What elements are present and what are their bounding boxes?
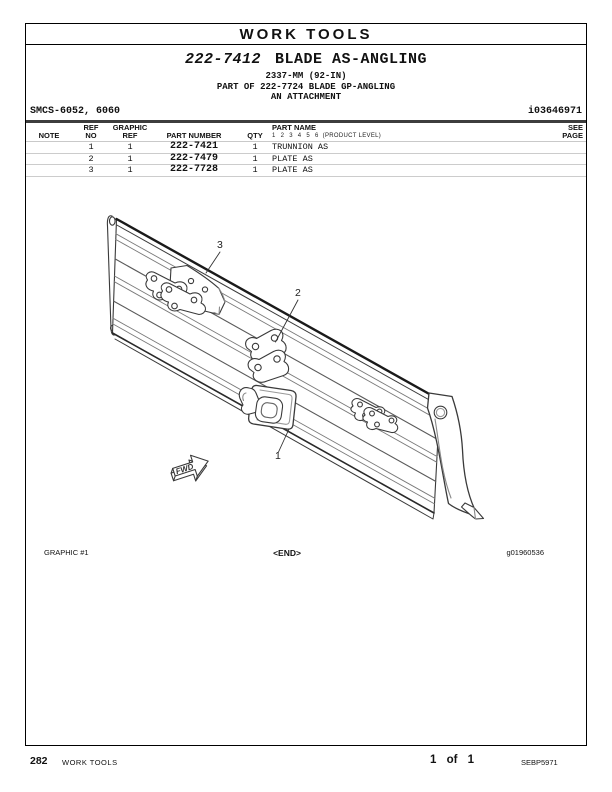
cell-part-name: PLATE AS [272,153,313,164]
section-banner: WORK TOOLS [26,24,586,45]
cell-ref-no: 3 [88,165,94,175]
graphic-captions: GRAPHIC #1 <END> g01960536 [26,548,586,560]
footer-section-title: WORK TOOLS [62,758,118,767]
col-header-graphic-ref: GRAPHIC REF [112,123,148,140]
cell-part-name: PLATE AS [272,165,313,175]
assembly-attachment: AN ATTACHMENT [270,92,342,102]
end-marker: <END> [273,548,301,558]
bracket-right [350,397,399,434]
cell-ref-no: 2 [88,153,94,164]
assembly-title-block: 222-7412 BLADE AS-ANGLING 2337-MM (92-IN)… [26,51,586,103]
blade-assembly-drawing: FWD 3 2 1 [106,215,485,520]
cell-qty: 1 [252,165,258,175]
cell-graphic-ref: 1 [127,142,133,152]
assembly-size: 2337-MM (92-IN) [265,71,347,81]
plate-as-item2 [245,328,290,383]
page-frame: WORK TOOLS 222-7412 BLADE AS-ANGLING 2337… [25,23,587,746]
plate-as-item3 [145,264,226,316]
table-row: 2 1 222-7479 1 PLATE AS [26,152,586,165]
cell-see-page [538,165,586,176]
cell-see-page [538,142,586,153]
footer-media-number: SEBP5971 [521,758,558,767]
cell-note [26,165,72,176]
trunnion-as-item1 [238,384,297,430]
col-header-part-name: PART NAME 1 2 3 4 5 6(PRODUCT LEVEL) [272,124,538,140]
footer-page-indicator: 1 of 1 [430,754,475,766]
callout-2: 2 [295,287,301,299]
meta-row: SMCS-6052, 6060 i03646971 [30,106,582,117]
callout-3: 3 [217,239,223,251]
product-level-legend: 1 2 3 4 5 6(PRODUCT LEVEL) [272,133,382,139]
col-header-part-number: PART NUMBER [166,131,222,140]
col-header-note: NOTE [38,131,60,140]
cell-qty: 1 [252,153,258,164]
cell-qty: 1 [252,142,258,152]
section-banner-title: WORK TOOLS [239,25,373,43]
cell-graphic-ref: 1 [127,153,133,164]
cell-note [26,154,72,165]
col-header-ref-no: REF NO [83,123,99,140]
blade-end-plate [426,392,485,520]
cell-part-number: 222-7421 [169,141,218,152]
cell-part-name: TRUNNION AS [272,142,329,152]
assembly-part-name: BLADE AS-ANGLING [274,51,428,68]
cell-part-number: 222-7728 [169,164,218,175]
footer-page-number: 282 [30,755,48,767]
info-code: i03646971 [527,106,582,117]
assembly-part-number: 222-7412 [184,51,261,68]
graphic-label: GRAPHIC #1 [44,548,89,557]
callouts: 3 2 1 [205,239,301,462]
smcs-code: SMCS-6052, 6060 [30,106,121,117]
assembly-title: 222-7412 BLADE AS-ANGLING [26,51,586,68]
col-header-see-page: SEE PAGE [562,123,583,140]
callout-1: 1 [275,450,281,462]
cell-see-page [538,154,586,165]
fwd-arrow: FWD [170,454,209,482]
cell-ref-no: 1 [88,142,94,152]
table-row: 1 1 222-7421 1 TRUNNION AS [26,141,586,154]
table-row: 3 1 222-7728 1 PLATE AS [26,164,586,177]
parts-table-header: NOTE REF NO GRAPHIC REF PART NUMBER QTY … [26,124,586,142]
assembly-parent: PART OF 222-7724 BLADE GP-ANGLING [216,81,396,92]
cell-part-number: 222-7479 [169,152,218,164]
cell-graphic-ref: 1 [127,165,133,175]
parts-table: NOTE REF NO GRAPHIC REF PART NUMBER QTY … [26,124,586,177]
col-header-qty: QTY [247,131,263,140]
cell-note [26,142,72,153]
table-top-rule [26,120,586,123]
graphic-id: g01960536 [506,548,544,557]
